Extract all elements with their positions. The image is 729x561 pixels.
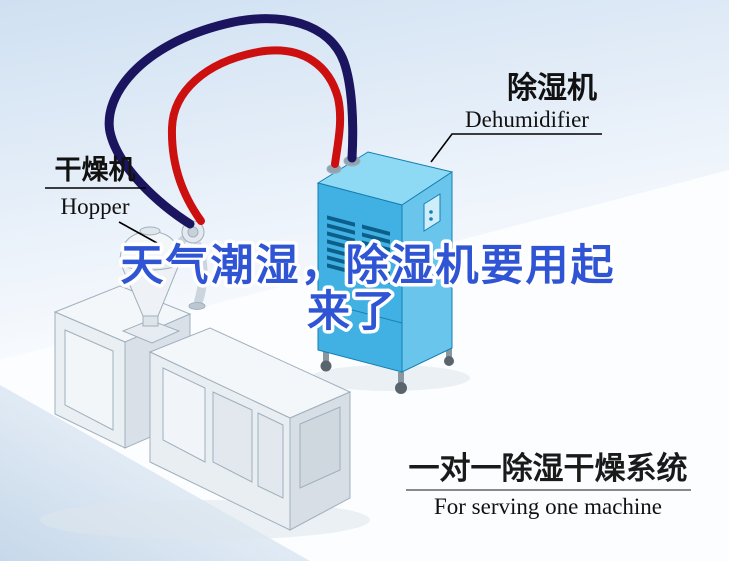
dehumidifier-label-en: Dehumidifier	[465, 107, 589, 132]
vent-slat	[362, 248, 390, 260]
dehumidifier-label-group: 除湿机 Dehumidifier	[430, 71, 602, 163]
extruder-rear-panel	[64, 329, 114, 431]
vent-grille	[318, 215, 402, 324]
vent-slat	[362, 232, 390, 244]
extruder-door-2	[212, 391, 253, 483]
vent-slat	[327, 255, 355, 267]
control-button	[429, 210, 433, 214]
hopper-base	[121, 319, 181, 344]
caption-group: 一对一除湿干燥系统 For serving one machine	[406, 451, 691, 519]
vent-slat	[362, 240, 390, 252]
vent-slat	[327, 263, 355, 275]
extruder-end-panel	[299, 406, 341, 489]
dry-air-hose-red	[167, 46, 345, 225]
dehumidifier-leader-line	[430, 133, 602, 163]
vent-slat	[362, 272, 390, 284]
return-air-hose-blue	[104, 14, 358, 229]
caster-stem-front	[398, 372, 404, 384]
hopper-label-en: Hopper	[61, 194, 130, 219]
vent-slat	[327, 215, 355, 227]
hopper-assembly	[119, 220, 208, 344]
caster-stem-right	[446, 348, 452, 358]
caster-stem-left	[323, 350, 329, 362]
hopper-leader-line	[118, 221, 158, 244]
extruder-door-1	[162, 367, 206, 463]
control-button	[429, 217, 433, 221]
watermark-group: 天气潮湿，除湿机要用起 来了	[117, 239, 617, 340]
vent-slat	[327, 247, 355, 259]
dehumidifier-shadow	[310, 365, 470, 391]
caption-cn: 一对一除湿干燥系统	[409, 451, 688, 486]
hose-coupling-core	[187, 226, 199, 238]
watermark-line-2: 来了	[307, 288, 397, 336]
hopper-duct-lower	[191, 240, 208, 305]
hopper-label-group: 干燥机 Hopper	[45, 155, 158, 244]
extruder-machine	[53, 220, 352, 531]
vent-slat	[327, 231, 355, 243]
caption-en: For serving one machine	[434, 494, 662, 519]
caster-wheel-left	[320, 360, 332, 372]
cabinet-side-face	[401, 171, 453, 373]
vent-slat	[362, 224, 390, 236]
watermark-line-1: 天气潮湿，除湿机要用起	[121, 242, 616, 290]
caster-wheel-right	[444, 356, 454, 366]
dehumidifier-label-cn: 除湿机	[507, 71, 597, 105]
vent-slat	[362, 264, 390, 276]
cabinet-seam	[318, 300, 402, 324]
vent-slat	[362, 256, 390, 268]
hopper-cap	[139, 226, 161, 236]
vent-slat	[327, 239, 355, 251]
dehumidifier-cabinet	[316, 151, 454, 394]
hopper-label-cn: 干燥机	[55, 155, 136, 185]
hopper-duct-flange	[188, 302, 206, 310]
extruder-door-3	[257, 412, 284, 499]
caster-wheel-front	[395, 382, 407, 394]
vent-slat	[327, 223, 355, 235]
